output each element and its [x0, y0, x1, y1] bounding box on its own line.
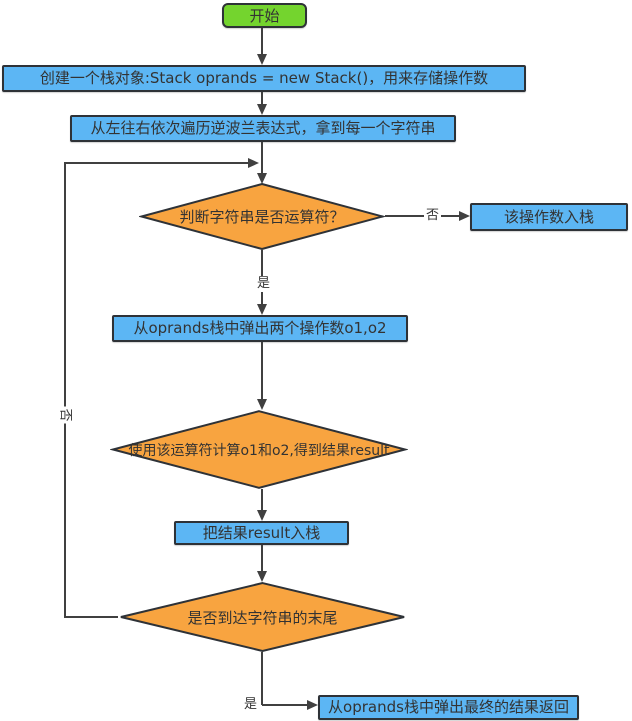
connector-compute-pushresult — [261, 489, 263, 511]
process-traverse: 从左往右依次遍历逆波兰表达式，拿到每一个字符串 — [70, 115, 456, 142]
decision-check-operator-label: 判断字符串是否运算符？ — [179, 208, 345, 226]
decision-check-operator: 判断字符串是否运算符？ — [139, 183, 385, 250]
connector-start-create — [261, 28, 263, 55]
diamond-shape — [139, 183, 385, 250]
connector-yes-end-right — [262, 704, 307, 706]
arrowhead-icon — [257, 304, 267, 315]
edge-label-yes: 是 — [255, 276, 273, 292]
connector-pop-compute — [261, 342, 263, 400]
arrowhead-icon — [257, 54, 267, 65]
start-node: 开始 — [222, 3, 307, 28]
start-node-label: 开始 — [249, 7, 280, 25]
decision-compute-result: 使用该运算符计算o1和o2,得到结果result — [110, 410, 408, 489]
connector-traverse-check — [261, 142, 263, 174]
arrowhead-icon — [248, 158, 259, 168]
decision-compute-result-label: 使用该运算符计算o1和o2,得到结果result — [128, 442, 390, 459]
edge-label-yes-end: 是 — [242, 697, 260, 713]
connector-no-right — [385, 215, 459, 217]
arrowhead-icon — [307, 700, 318, 710]
process-push-operand: 该操作数入栈 — [470, 203, 628, 231]
connector-yes-end-down — [261, 652, 263, 705]
process-push-operand-label: 该操作数入栈 — [503, 207, 594, 226]
process-create-stack: 创建一个栈对象:Stack oprands = new Stack()，用来存储… — [2, 65, 526, 92]
edge-label-no: 否 — [424, 208, 442, 224]
connector-create-traverse — [261, 92, 263, 105]
process-pop-operands: 从oprands栈中弹出两个操作数o1,o2 — [112, 315, 408, 342]
process-pop-operands-label: 从oprands栈中弹出两个操作数o1,o2 — [133, 319, 387, 337]
arrowhead-icon — [257, 399, 267, 410]
process-return-result-label: 从oprands栈中弹出最终的结果返回 — [328, 698, 569, 716]
edge-label-no-loop: 否 — [56, 406, 73, 424]
process-traverse-label: 从左往右依次遍历逆波兰表达式，拿到每一个字符串 — [90, 119, 436, 137]
connector-loop-left — [64, 162, 66, 618]
diamond-shape — [110, 410, 408, 489]
arrowhead-icon — [459, 211, 470, 221]
connector-pushresult-checkend — [261, 545, 263, 572]
diamond-shape — [118, 582, 407, 652]
decision-check-end-label: 是否到达字符串的末尾 — [187, 608, 338, 627]
decision-check-end: 是否到达字符串的末尾 — [118, 582, 407, 652]
process-push-result-label: 把结果result入栈 — [202, 523, 321, 542]
process-create-stack-label: 创建一个栈对象:Stack oprands = new Stack()，用来存储… — [39, 69, 489, 87]
connector-loop-bottom — [65, 616, 118, 618]
arrowhead-icon — [257, 104, 267, 115]
process-push-result: 把结果result入栈 — [174, 521, 349, 545]
process-return-result: 从oprands栈中弹出最终的结果返回 — [318, 695, 579, 720]
arrowhead-icon — [257, 173, 267, 184]
connector-loop-top — [65, 162, 248, 164]
arrowhead-icon — [257, 510, 267, 521]
arrowhead-icon — [257, 571, 267, 582]
